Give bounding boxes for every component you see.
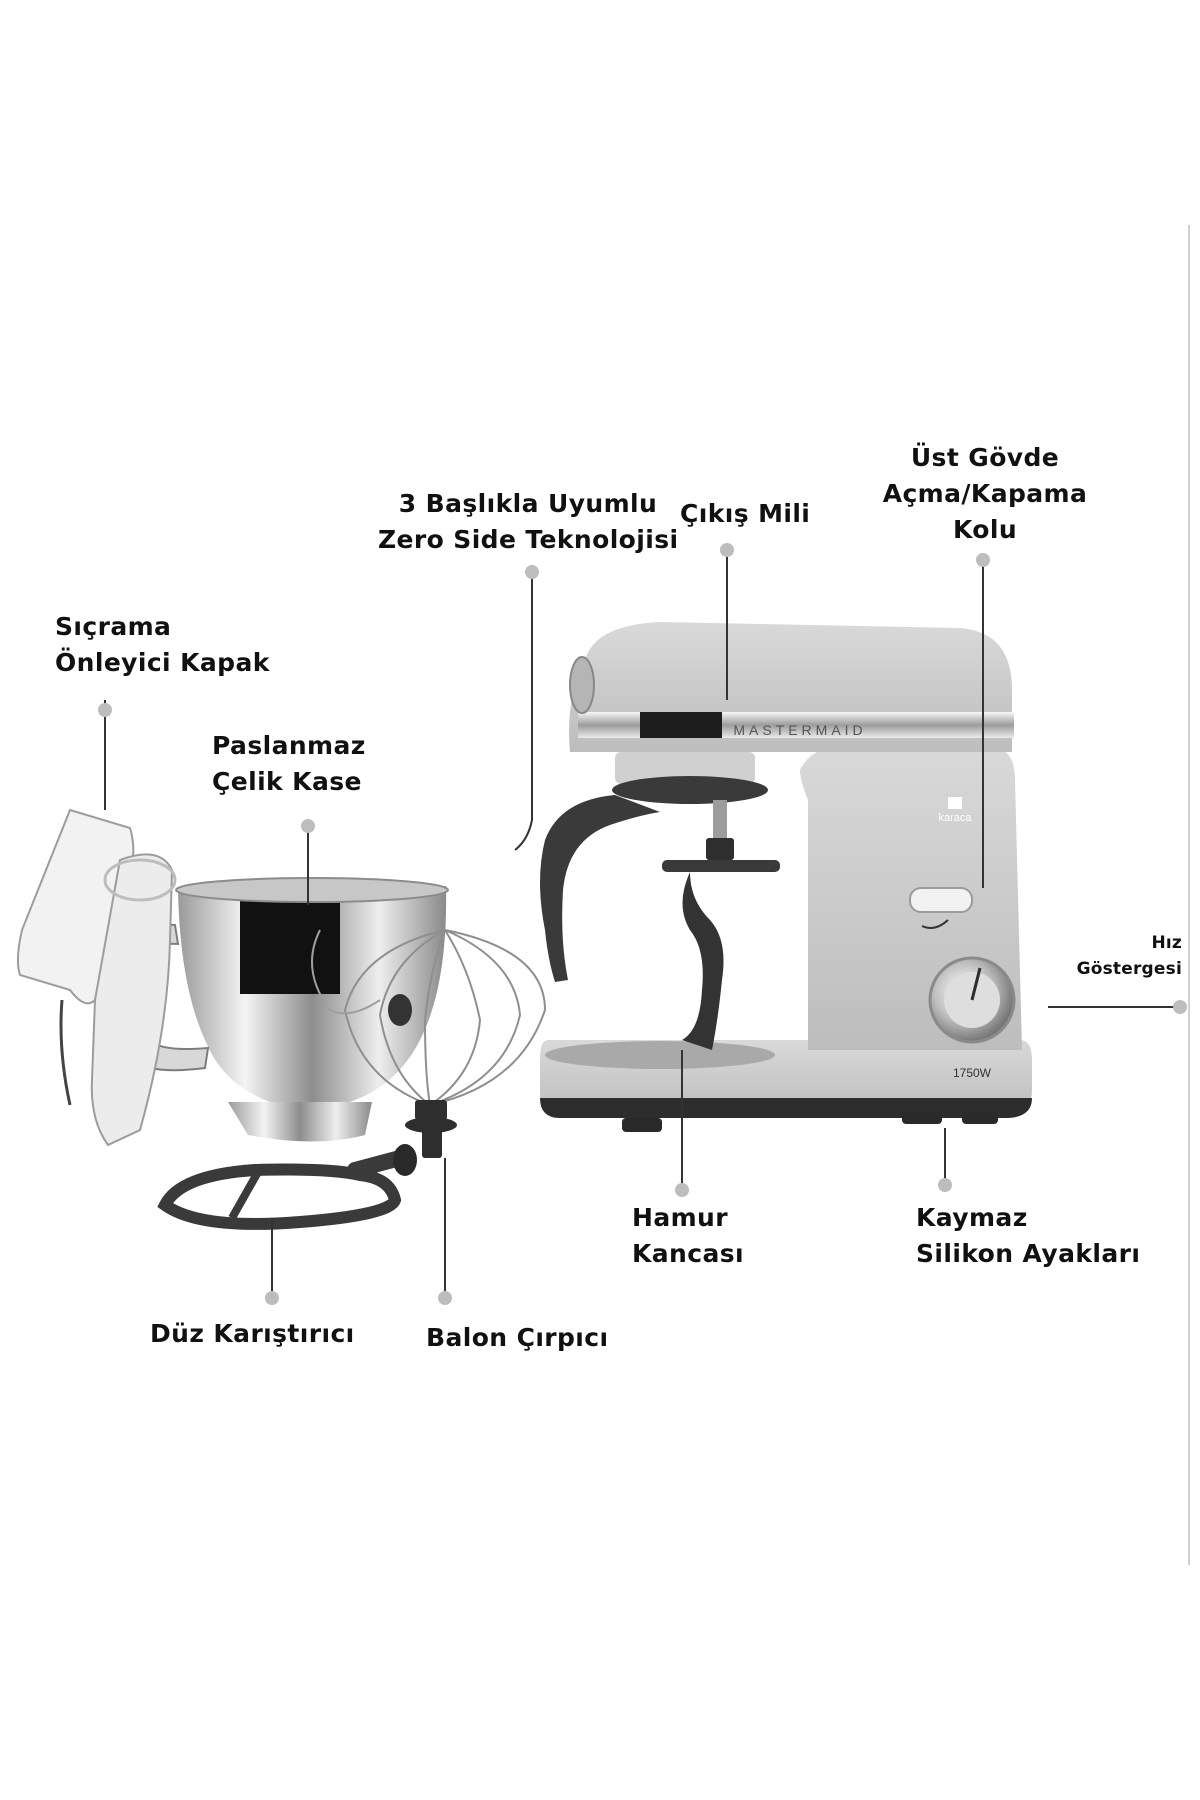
label-steel-bowl: Paslanmaz Çelik Kase bbox=[212, 731, 366, 796]
label-splash-guard: Sıçrama Önleyici Kapak bbox=[55, 612, 270, 677]
label-speed-indicator: Hız Göstergesi bbox=[1076, 933, 1182, 979]
leader-lines bbox=[104, 550, 1178, 1296]
foot bbox=[902, 1112, 942, 1124]
foot bbox=[622, 1118, 662, 1132]
brand-text: MASTERMAID bbox=[733, 722, 866, 738]
label-zero-side-technology: 3 Başlıkla Uyumlu Zero Side Teknolojisi bbox=[378, 489, 679, 554]
label-upper-body-lever: Üst Gövde Açma/Kapama Kolu bbox=[882, 443, 1088, 544]
label-dough-hook: Hamur Kancası bbox=[632, 1203, 744, 1268]
logo-text: karaca bbox=[938, 812, 972, 824]
label-flat-beater: Düz Karıştırıcı bbox=[150, 1319, 355, 1348]
callout-dots bbox=[98, 543, 1187, 1305]
label-balloon-whisk: Balon Çırpıcı bbox=[426, 1323, 609, 1352]
balloon-whisk bbox=[311, 929, 547, 1158]
flat-beater bbox=[157, 1144, 417, 1230]
power-rating: 1750W bbox=[953, 1066, 992, 1080]
label-nonslip-feet: Kaymaz Silikon Ayakları bbox=[916, 1203, 1141, 1268]
label-output-shaft: Çıkış Mili bbox=[680, 499, 811, 528]
dough-hook-part bbox=[682, 872, 724, 1050]
splash-guard bbox=[16, 808, 177, 1147]
foot bbox=[962, 1112, 998, 1124]
mixing-bowl bbox=[122, 877, 449, 1142]
stand-mixer bbox=[540, 622, 1032, 1132]
